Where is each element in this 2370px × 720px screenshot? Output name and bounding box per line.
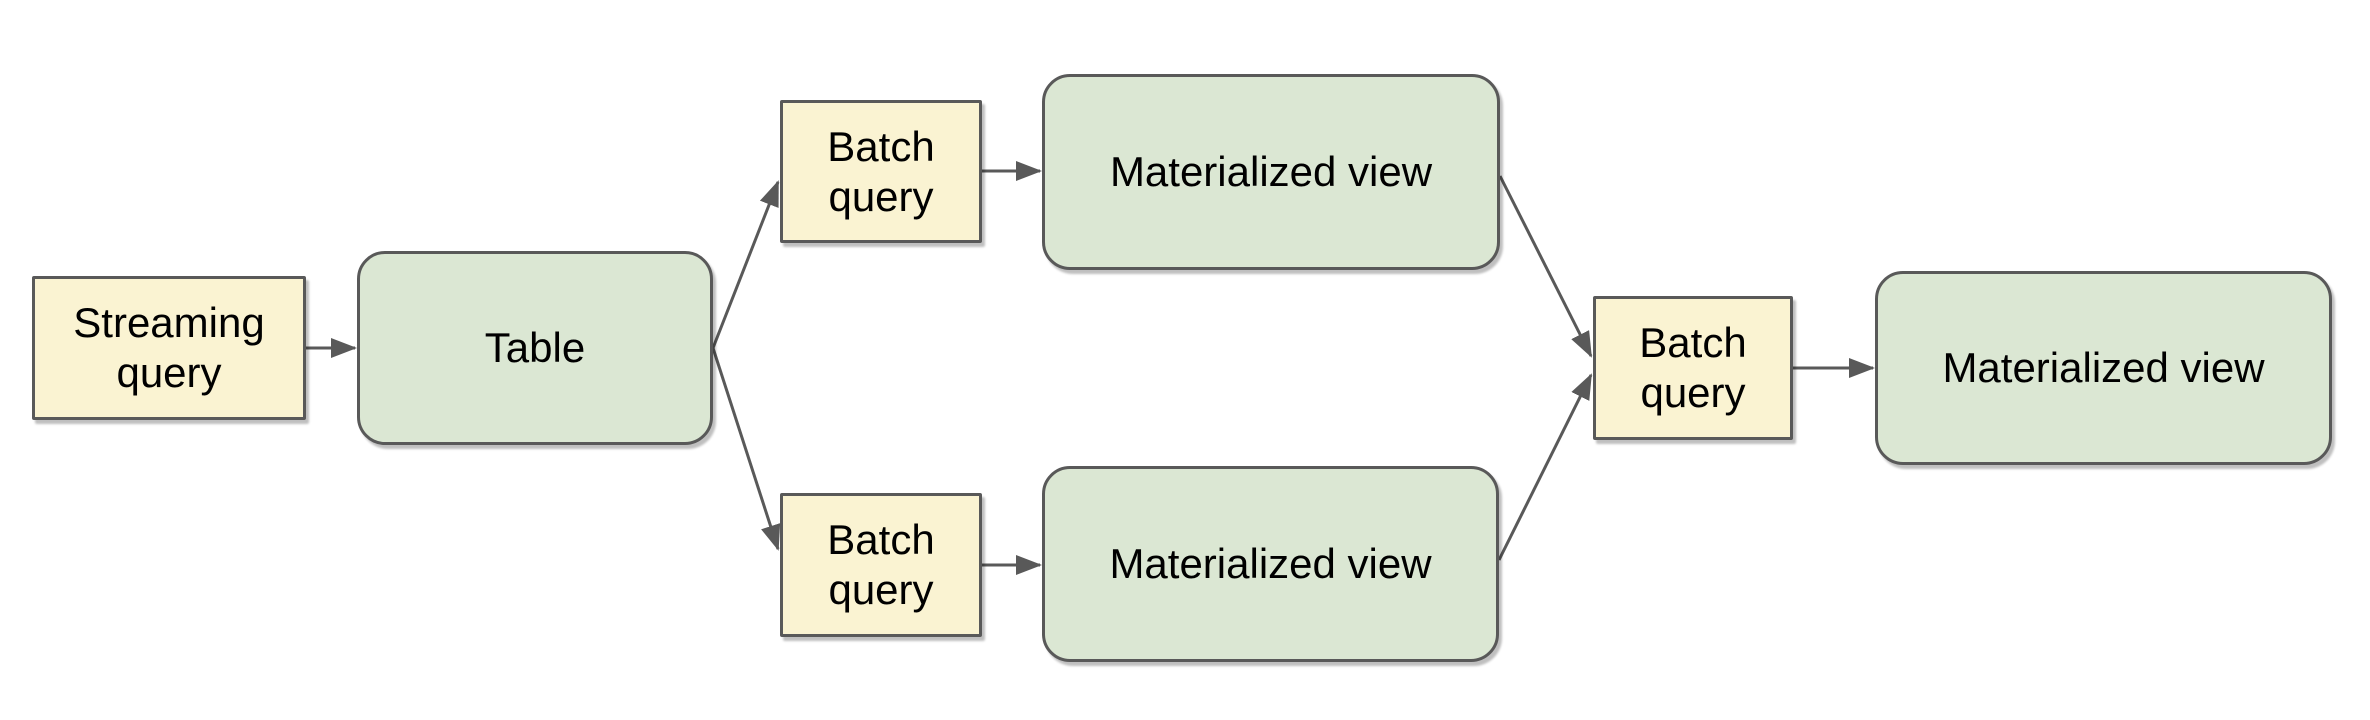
node-batch-query-final: Batch query [1593, 296, 1793, 440]
node-materialized-view-top-label: Materialized view [1109, 148, 1433, 195]
node-streaming-query-label: Streaming query [73, 299, 265, 396]
node-table: Table [357, 251, 713, 445]
node-batch-query-bottom-label: Batch query [827, 516, 935, 613]
connector-materialized-view-bottom-to-batch-query-final [1497, 373, 1593, 561]
node-materialized-view-bottom: Materialized view [1042, 466, 1499, 662]
connector-materialized-view-top-to-batch-query-final [1498, 175, 1593, 358]
node-materialized-view-final-label: Materialized view [1942, 344, 2265, 391]
node-batch-query-top: Batch query [780, 100, 982, 243]
connector-table-to-batch-query-top [711, 180, 780, 349]
node-batch-query-bottom: Batch query [780, 493, 982, 637]
node-materialized-view-top: Materialized view [1042, 74, 1500, 270]
node-table-label: Table [484, 324, 586, 371]
connector-table-to-batch-query-bottom [711, 347, 781, 551]
node-materialized-view-final: Materialized view [1875, 271, 2332, 465]
node-batch-query-final-label: Batch query [1639, 319, 1747, 416]
node-batch-query-top-label: Batch query [827, 122, 935, 220]
node-materialized-view-bottom-label: Materialized view [1109, 540, 1432, 587]
node-streaming-query: Streaming query [32, 276, 306, 420]
